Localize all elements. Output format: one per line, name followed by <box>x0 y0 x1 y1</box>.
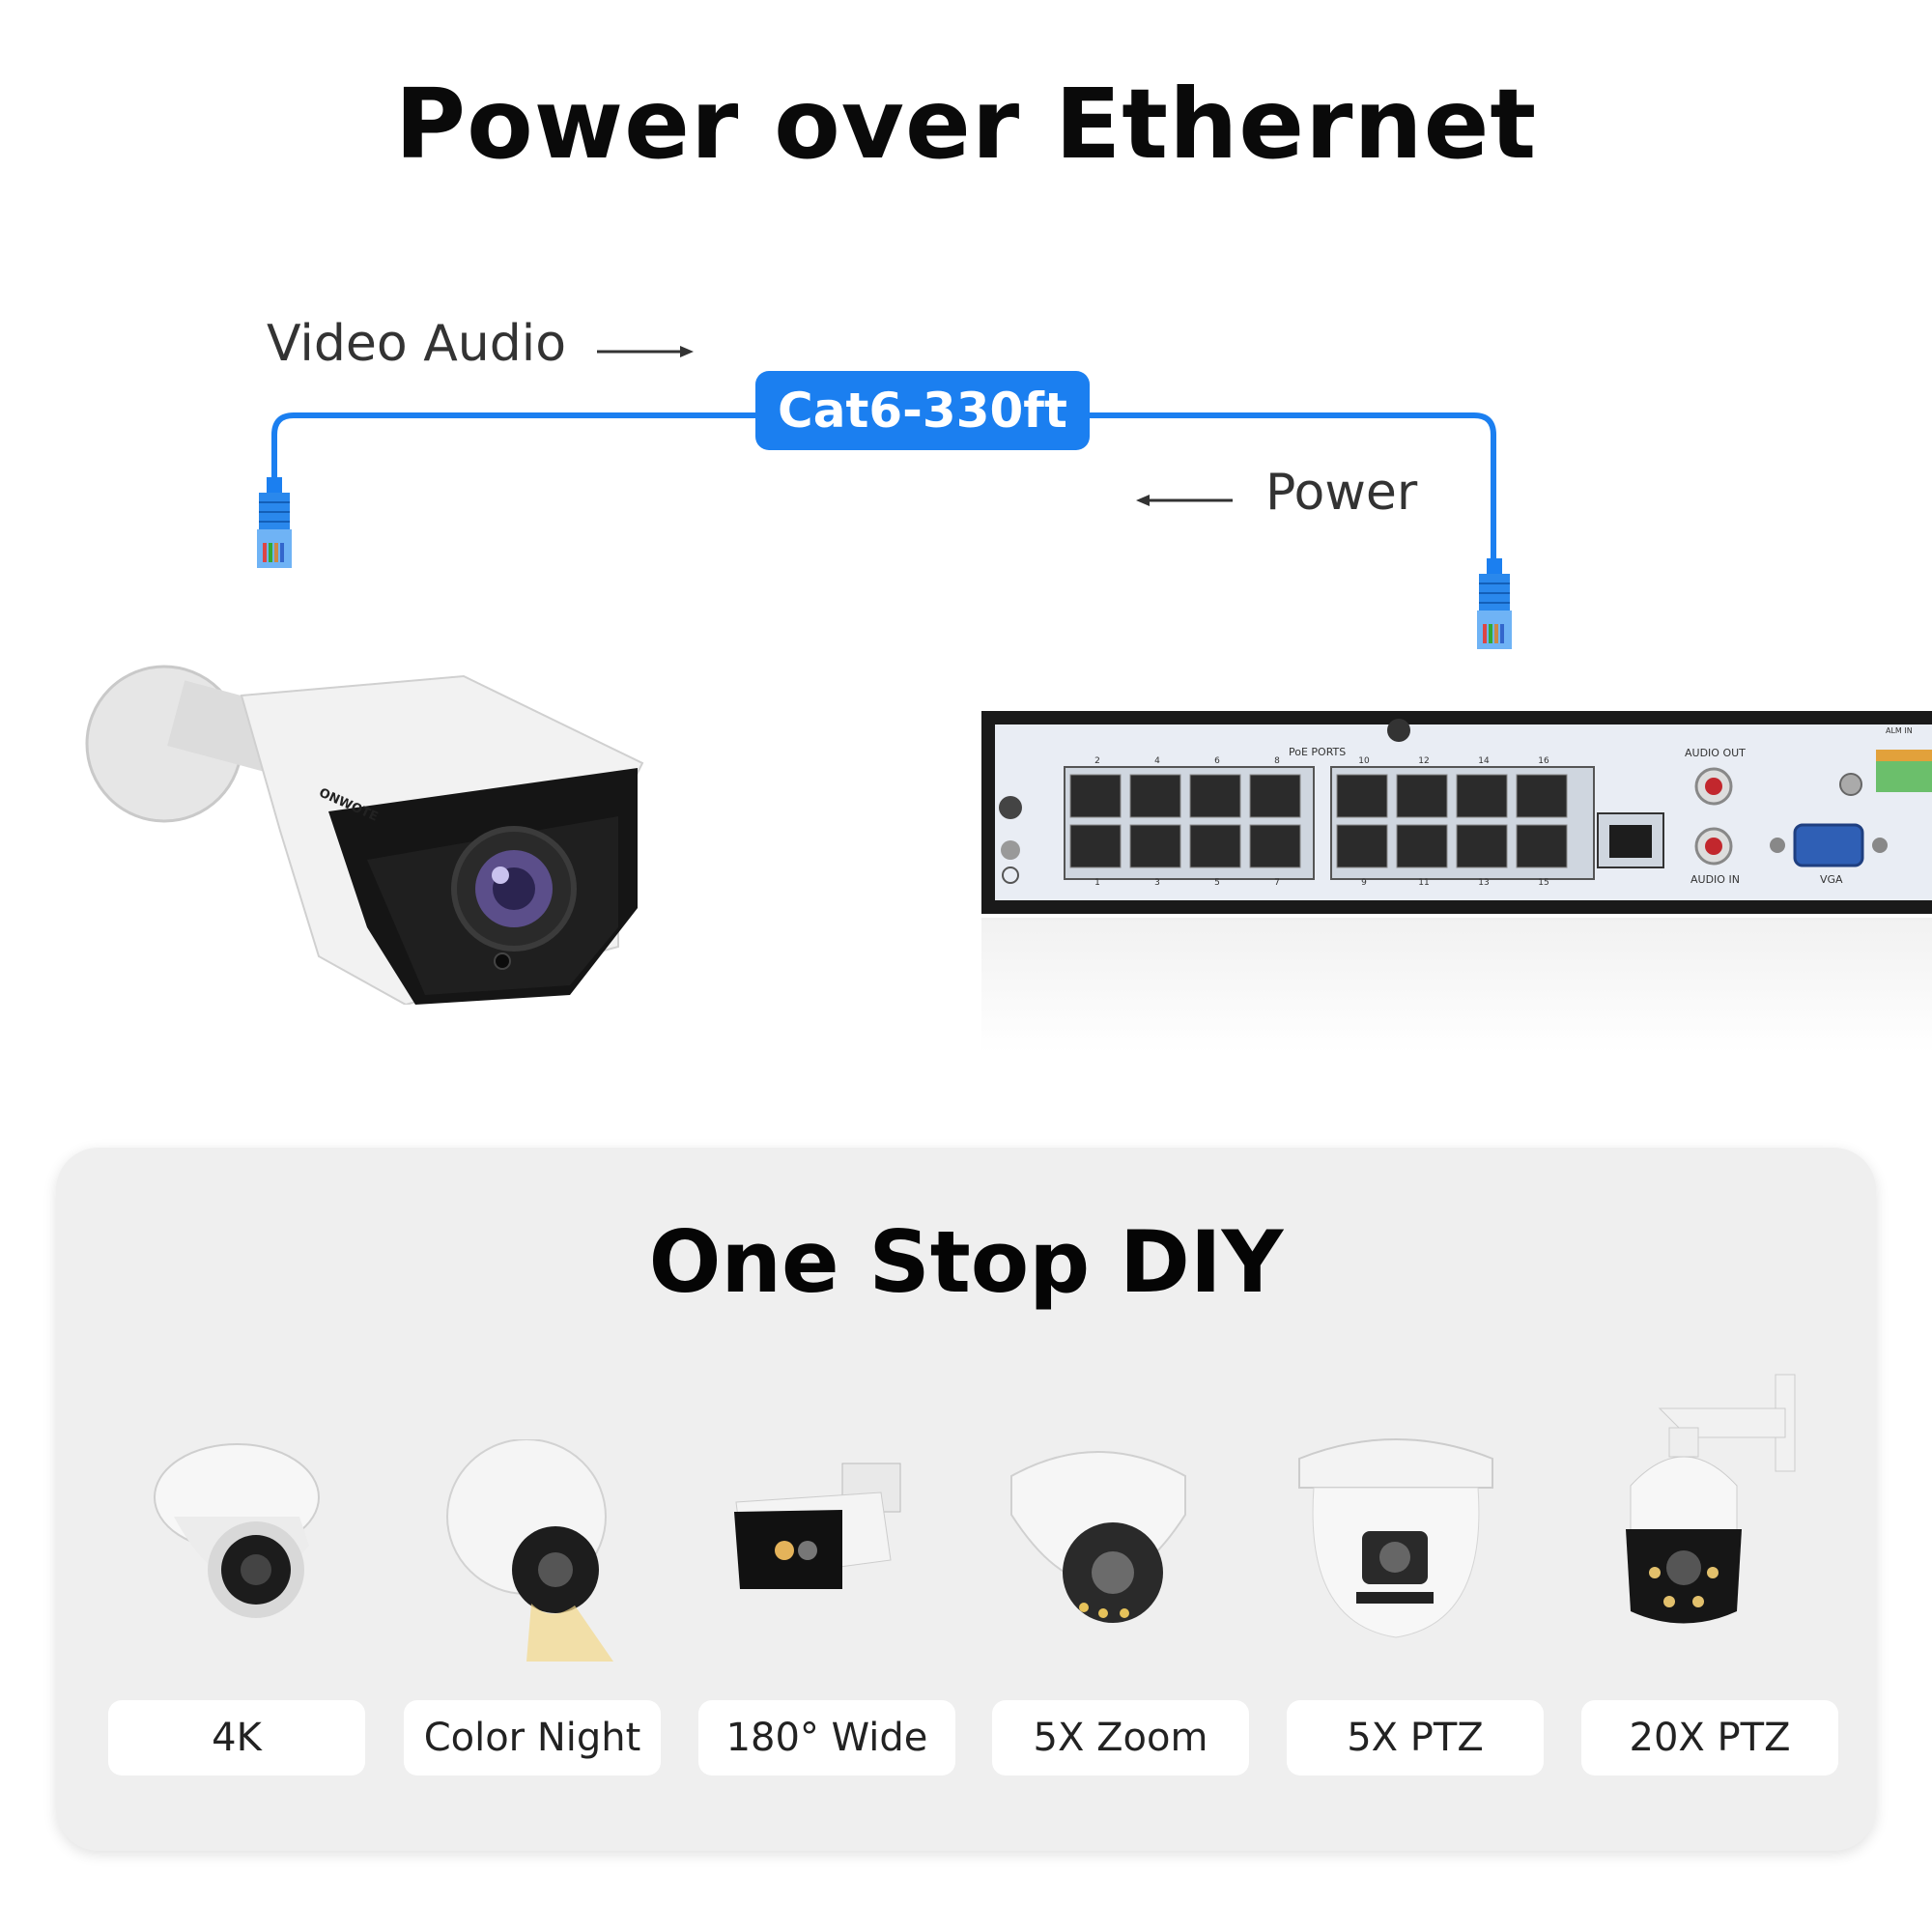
poe-port <box>1189 824 1241 868</box>
poe-port <box>1336 774 1388 818</box>
port-number-top: 10 <box>1358 756 1370 766</box>
port-number-top: 14 <box>1478 756 1490 766</box>
port-number-top: 6 <box>1214 756 1220 766</box>
turret-camera-icon <box>145 1439 328 1633</box>
nvr-reflection <box>981 918 1932 1053</box>
arrow-right-icon <box>597 346 694 357</box>
port-number-top: 8 <box>1274 756 1280 766</box>
feature-chip-20x-ptz: 20X PTZ <box>1581 1700 1838 1776</box>
poe-port <box>1249 824 1301 868</box>
arrow-left-icon <box>1136 495 1233 506</box>
feature-chip-color-night: Color Night <box>404 1700 661 1776</box>
feature-chip-4k: 4K <box>108 1700 365 1776</box>
port-number-top: 12 <box>1418 756 1429 766</box>
diy-title: One Stop DIY <box>648 1212 1284 1312</box>
port-number-bottom: 13 <box>1478 878 1489 888</box>
poe-port <box>1069 824 1122 868</box>
port-number-bottom: 1 <box>1094 878 1100 888</box>
feature-chip-180-wide: 180° Wide <box>698 1700 955 1776</box>
poe-port <box>1516 824 1568 868</box>
nvr-connectors <box>981 711 1932 914</box>
audio-out-label: AUDIO OUT <box>1685 747 1746 759</box>
port-number-bottom: 5 <box>1214 878 1220 888</box>
port-number-top: 4 <box>1154 756 1160 766</box>
dome-camera-color-night-icon <box>440 1439 633 1662</box>
poe-port <box>1129 824 1181 868</box>
vga-label: VGA <box>1820 873 1843 886</box>
rj45-connector-icon <box>255 477 294 574</box>
port-number-bottom: 3 <box>1154 878 1160 888</box>
port-number-bottom: 7 <box>1274 878 1280 888</box>
bullet-camera-image <box>77 638 657 1005</box>
ptz-camera-wall-mount-icon <box>1602 1370 1814 1640</box>
page-title: Power over Ethernet <box>394 68 1538 181</box>
poe-port <box>1336 824 1388 868</box>
alarm-in-label: ALM IN <box>1886 726 1913 735</box>
poe-port <box>1396 824 1448 868</box>
poe-port <box>1069 774 1122 818</box>
port-number-top: 16 <box>1538 756 1549 766</box>
cable-length-badge: Cat6-330ft <box>755 371 1090 450</box>
port-number-bottom: 15 <box>1538 878 1548 888</box>
poe-port <box>1189 774 1241 818</box>
power-label: Power <box>1265 464 1418 522</box>
poe-port <box>1129 774 1181 818</box>
feature-chip-5x-ptz: 5X PTZ <box>1287 1700 1544 1776</box>
video-audio-label: Video Audio <box>267 315 567 373</box>
rj45-connector-icon <box>1475 558 1514 655</box>
ethernet-cable <box>0 0 1932 676</box>
audio-in-label: AUDIO IN <box>1690 873 1740 886</box>
port-number-bottom: 9 <box>1361 878 1367 888</box>
port-number-bottom: 11 <box>1418 878 1429 888</box>
poe-port <box>1456 774 1508 818</box>
bullet-camera-wide-icon <box>726 1454 920 1608</box>
feature-chip-5x-zoom: 5X Zoom <box>992 1700 1249 1776</box>
poe-port <box>1516 774 1568 818</box>
poe-port <box>1456 824 1508 868</box>
poe-ports-label: PoE PORTS <box>1289 746 1347 758</box>
poe-port <box>1249 774 1301 818</box>
ptz-camera-icon <box>1294 1430 1497 1642</box>
port-number-top: 2 <box>1094 756 1100 766</box>
dome-camera-zoom-icon <box>1007 1437 1190 1631</box>
poe-port <box>1396 774 1448 818</box>
